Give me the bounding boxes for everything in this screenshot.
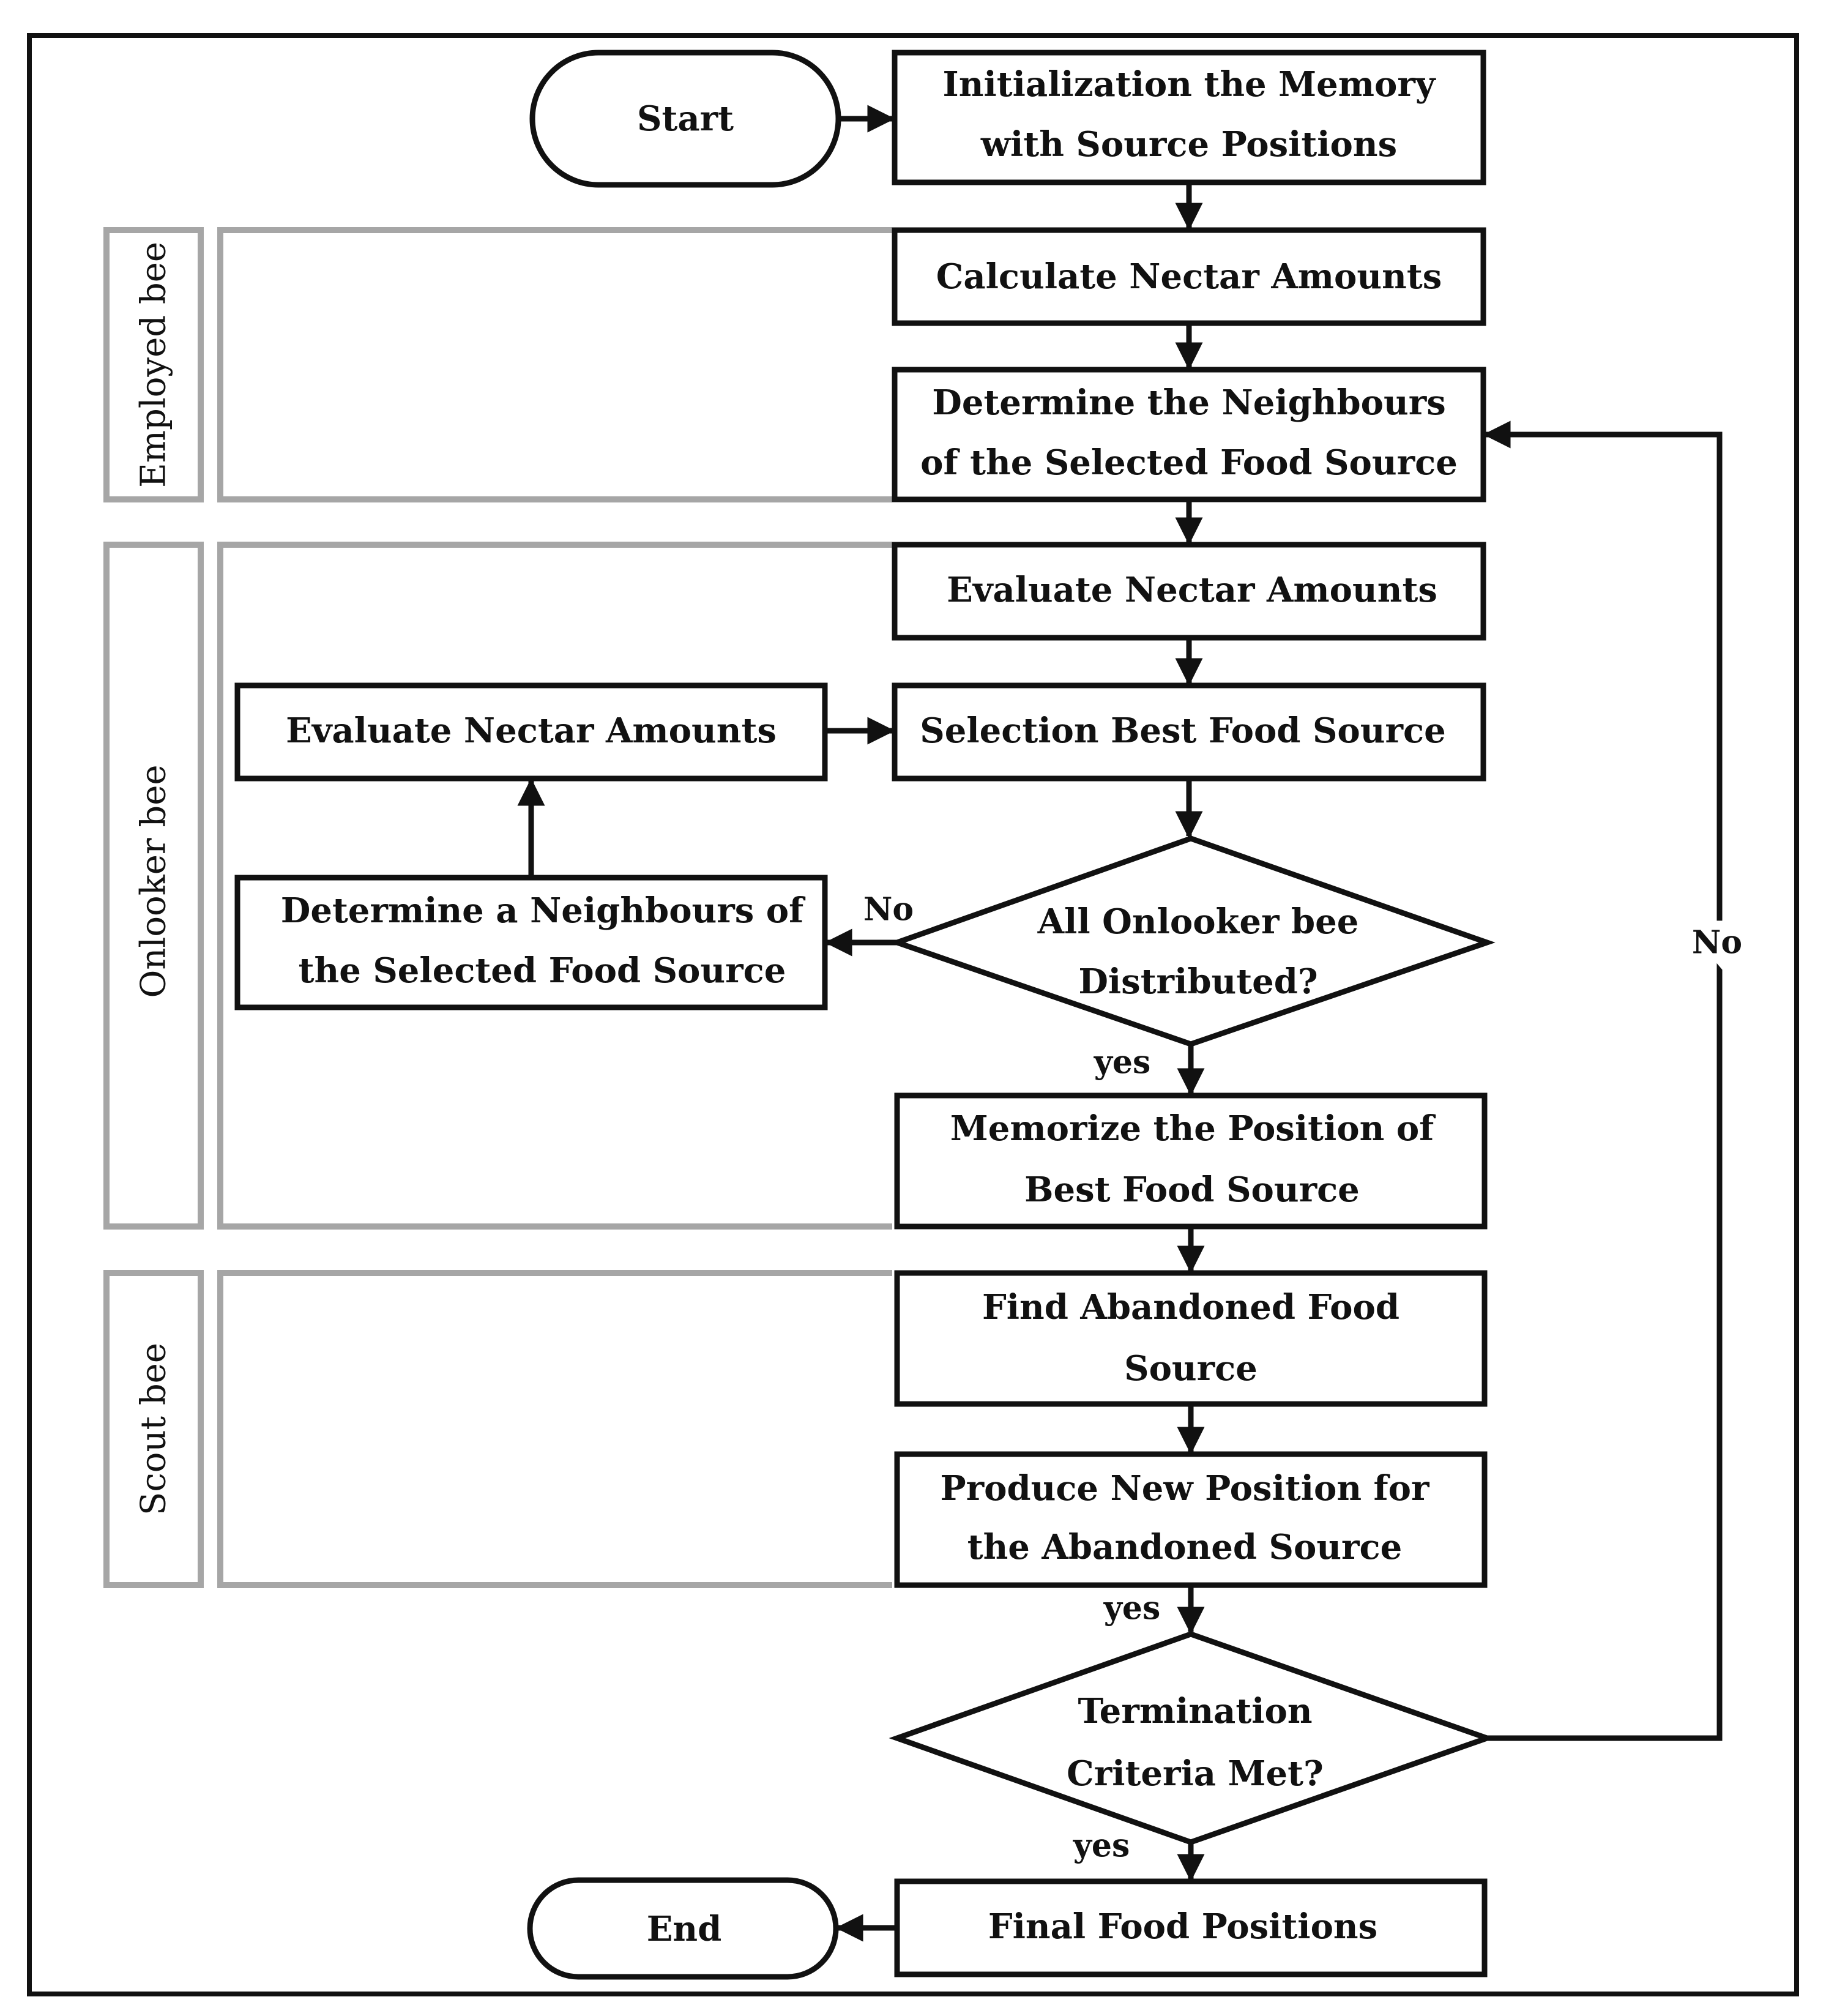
label-yes-3: yes [1073, 1827, 1130, 1865]
evaluate-left-shape [234, 682, 828, 782]
lane-onlooker-label: Onlooker bee [134, 764, 174, 998]
edge-termination-no-loop [1483, 420, 1723, 1741]
init-label-line-1: Initialization the Memory [943, 64, 1436, 105]
outer-frame [27, 33, 1799, 1996]
termination-line-2: Criteria Met? [1067, 1753, 1324, 1794]
label-no-right: No [1692, 924, 1742, 961]
termination-shape [889, 1631, 1496, 1845]
all-onlooker-decision: All Onlooker bee Distributed? [889, 835, 1496, 1047]
lane-scout: Scout bee [103, 1270, 892, 1588]
calc-node: Calculate Nectar Amounts [892, 227, 1486, 326]
lane-onlooker-label-box [103, 542, 204, 1230]
find-abandoned-line-1: Find Abandoned Food [982, 1287, 1399, 1327]
find-abandoned-shape [894, 1270, 1488, 1407]
final-node: Final Food Positions [894, 1878, 1488, 1977]
label-yes-1: yes [1094, 1044, 1151, 1081]
determine-neighbours-node: Determine the Neighbours of the Selected… [892, 367, 1486, 502]
evaluate-right-label: Evaluate Nectar Amounts [947, 570, 1437, 610]
evaluate-left-node: Evaluate Nectar Amounts [234, 682, 828, 782]
connectors [517, 105, 1723, 1942]
memorize-node: Memorize the Position of Best Food Sourc… [894, 1092, 1488, 1230]
termination-decision: Termination Criteria Met? [889, 1631, 1496, 1845]
determine-a-neighbours-shape [234, 875, 828, 1010]
lane-scout-bracket [217, 1270, 892, 1588]
lane-onlooker: Onlooker bee [103, 542, 892, 1230]
evaluate-left-label: Evaluate Nectar Amounts [286, 711, 777, 751]
all-onlooker-line-1: All Onlooker bee [1037, 902, 1359, 942]
label-yes-2: yes [1103, 1590, 1161, 1627]
memorize-shape [894, 1092, 1488, 1230]
produce-new-node: Produce New Position for the Abandoned S… [894, 1451, 1488, 1588]
end-node: End [527, 1877, 839, 1980]
lane-employed-label-box [103, 227, 204, 502]
produce-new-line-1: Produce New Position for [941, 1468, 1430, 1509]
lane-scout-label: Scout bee [134, 1343, 174, 1515]
determine-a-neighbours-line-1: Determine a Neighbours of [281, 890, 806, 931]
memorize-line-1: Memorize the Position of [950, 1108, 1436, 1149]
evaluate-right-node: Evaluate Nectar Amounts [892, 542, 1486, 641]
determine-neighbours-line-1: Determine the Neighbours [932, 383, 1445, 423]
calc-label: Calculate Nectar Amounts [936, 256, 1442, 297]
init-shape [892, 50, 1486, 185]
termination-line-1: Termination [1078, 1691, 1312, 1731]
all-onlooker-line-2: Distributed? [1078, 961, 1317, 1002]
selection-node: Selection Best Food Source [892, 682, 1486, 782]
lane-employed-bracket [217, 227, 892, 502]
produce-new-line-2: the Abandoned Source [967, 1527, 1403, 1567]
selection-label: Selection Best Food Source [920, 711, 1445, 751]
start-label: Start [637, 99, 734, 139]
determine-a-neighbours-line-2: the Selected Food Source [299, 950, 786, 991]
lane-employed: Employed bee [103, 227, 892, 502]
determine-neighbours-line-2: of the Selected Food Source [920, 442, 1458, 483]
lane-onlooker-bracket [217, 542, 892, 1230]
find-abandoned-line-2: Source [1124, 1348, 1258, 1389]
end-label: End [647, 1909, 722, 1949]
determine-a-neighbours-node: Determine a Neighbours of the Selected F… [234, 875, 828, 1010]
final-label: Final Food Positions [988, 1906, 1377, 1947]
find-abandoned-node: Find Abandoned Food Source [894, 1270, 1488, 1407]
label-no-left: No [863, 891, 914, 928]
start-node: Start [529, 50, 841, 188]
init-label-line-2: with Source Positions [980, 124, 1397, 165]
evaluate-right-shape [892, 542, 1486, 641]
init-node: Initialization the Memory with Source Po… [892, 50, 1486, 185]
memorize-line-2: Best Food Source [1024, 1170, 1360, 1210]
lane-employed-label: Employed bee [134, 242, 174, 488]
lane-scout-label-box [103, 1270, 204, 1588]
calc-shape [892, 227, 1486, 326]
